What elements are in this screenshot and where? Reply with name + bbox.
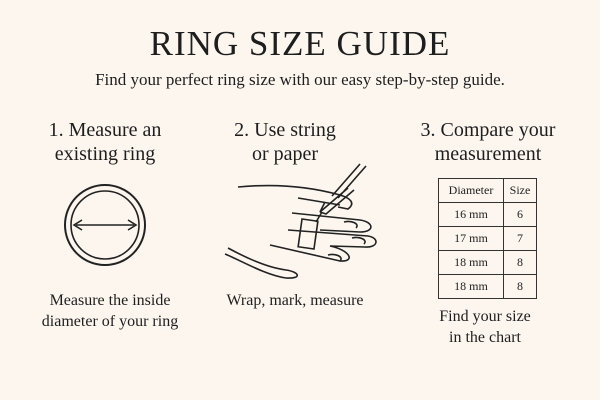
step-1-heading: 1. Measure an existing ring: [20, 118, 190, 166]
table-header-size: Size: [503, 178, 537, 203]
step-1-caption-line2: diameter of your ring: [41, 313, 179, 330]
table-cell: 8: [503, 250, 537, 275]
subtitle: Find your perfect ring size with our eas…: [95, 70, 505, 89]
table-cell: 16 mm: [438, 202, 504, 227]
table-cell: 6: [503, 202, 537, 227]
step-3-caption: Find your size in the chart: [405, 306, 565, 348]
step-3-heading-line2: measurement: [434, 143, 542, 165]
step-2-heading-line2: or paper: [251, 143, 319, 165]
step-2-heading-line1: 2. Use string: [234, 119, 336, 141]
step-1-heading-line2: existing ring: [54, 143, 156, 165]
ring-icon: [64, 184, 146, 266]
step-1-caption: Measure the inside diameter of your ring: [15, 290, 205, 332]
step-2-caption: Wrap, mark, measure: [210, 290, 380, 311]
page-title: RING SIZE GUIDE: [149, 24, 451, 63]
step-3-heading-line1: 3. Compare your: [420, 119, 556, 141]
table-cell: 18 mm: [438, 250, 504, 275]
step-2-caption-line1: Wrap, mark, measure: [226, 292, 364, 309]
table-cell: 7: [503, 226, 537, 251]
step-3-caption-line2: in the chart: [449, 329, 521, 346]
table-cell: 8: [503, 274, 537, 299]
step-3-caption-line1: Find your size: [439, 308, 531, 325]
table-cell: 17 mm: [438, 226, 504, 251]
step-2-heading: 2. Use string or paper: [210, 118, 360, 166]
step-3-heading: 3. Compare your measurement: [398, 118, 578, 166]
step-1-heading-line1: 1. Measure an: [48, 119, 162, 141]
table-header-diameter: Diameter: [438, 178, 504, 203]
hand-with-string-icon: [224, 163, 377, 279]
step-1-caption-line1: Measure the inside: [49, 292, 171, 309]
table-cell: 18 mm: [438, 274, 504, 299]
